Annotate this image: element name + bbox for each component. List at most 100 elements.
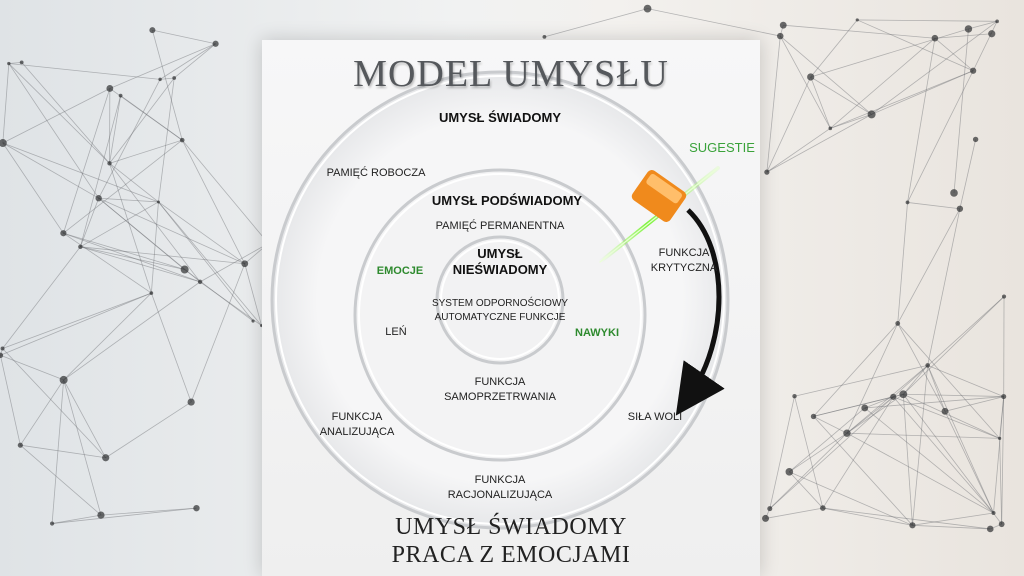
network-edge (2, 142, 64, 234)
network-node (49, 521, 55, 526)
network-node (60, 230, 67, 237)
network-edge (98, 197, 245, 265)
network-edge (934, 37, 974, 72)
network-edge (120, 95, 183, 141)
network-node (78, 244, 83, 249)
network-edge (766, 114, 872, 173)
network-edge (897, 323, 946, 412)
network-edge (63, 292, 152, 381)
network-edge (98, 197, 159, 203)
network-node (890, 393, 897, 400)
network-edge (789, 471, 913, 526)
network-node (118, 93, 123, 98)
network-edge (789, 407, 865, 473)
network-edge (903, 393, 1004, 397)
network-edge (893, 396, 1000, 439)
network-node (998, 436, 1002, 441)
network-edge (181, 139, 246, 264)
network-edge (810, 76, 831, 129)
label-unconscious-2: NIEŚWIADOMY (452, 262, 548, 277)
label-self-preservation-1: FUNKCJA (474, 376, 526, 388)
network-edge (822, 396, 894, 509)
network-edge (8, 63, 161, 80)
network-edge (927, 365, 946, 412)
network-edge (912, 365, 929, 526)
network-edge (959, 139, 977, 209)
network-edge (934, 33, 992, 39)
network-node (97, 511, 105, 519)
network-node (149, 291, 154, 295)
network-edge (769, 432, 848, 509)
network-node (17, 442, 23, 448)
network-edge (944, 396, 1004, 412)
network-edge (80, 246, 201, 283)
network-node (950, 189, 958, 197)
network-node (785, 468, 794, 476)
network-edge (780, 35, 872, 115)
network-node (810, 413, 817, 420)
network-edge (871, 21, 998, 115)
network-node (855, 18, 859, 22)
network-edge (903, 393, 1000, 439)
network-edge (864, 396, 1004, 409)
network-node (941, 407, 949, 415)
network-edge (766, 36, 781, 173)
network-edge (152, 30, 183, 141)
network-node (820, 505, 826, 511)
network-edge (79, 95, 121, 247)
network-edge (0, 355, 21, 446)
network-edge (789, 432, 848, 473)
network-edge (109, 163, 152, 294)
network-edge (830, 70, 974, 129)
network-edge (51, 379, 65, 524)
network-edge (181, 139, 269, 244)
network-edge (769, 396, 894, 509)
network-edge (63, 139, 183, 234)
network-edge (2, 63, 10, 144)
network-node (180, 265, 189, 274)
network-node (991, 510, 996, 515)
network-edge (810, 28, 969, 78)
network-edge (846, 365, 928, 434)
network-edge (105, 401, 192, 459)
network-edge (972, 21, 998, 71)
network-node (643, 4, 652, 13)
network-node (187, 398, 195, 406)
network-edge (20, 379, 64, 446)
network-node (158, 77, 162, 82)
network-node (843, 429, 851, 437)
network-edge (158, 201, 254, 322)
network-edge (20, 444, 106, 459)
label-self-preservation-2: SAMOPRZETRWANIA (444, 391, 556, 403)
label-suggestions: SUGESTIE (689, 140, 755, 155)
network-edge (953, 28, 969, 194)
network-edge (902, 394, 913, 526)
network-node (861, 404, 869, 412)
network-node (807, 73, 815, 81)
network-node (931, 34, 939, 42)
network-node (777, 32, 784, 40)
network-edge (999, 438, 1003, 525)
network-edge (199, 281, 262, 326)
network-node (156, 200, 160, 204)
network-edge (822, 507, 991, 530)
network-edge (830, 114, 872, 129)
label-laziness: LEŃ (385, 326, 407, 338)
network-node (925, 363, 930, 368)
network-edge (8, 63, 110, 164)
network-node (102, 454, 110, 462)
network-edge (897, 208, 961, 324)
network-edge (813, 396, 894, 417)
network-edge (160, 77, 175, 80)
network-edge (779, 35, 831, 129)
network-edge (20, 444, 102, 516)
network-edge (2, 348, 106, 459)
network-node (998, 521, 1005, 528)
label-conscious: UMYSŁ ŚWIADOMY (438, 110, 562, 125)
network-node (106, 85, 114, 92)
network-edge (927, 365, 1004, 397)
network-node (792, 394, 797, 399)
network-edge (903, 365, 928, 395)
label-rational-1: FUNKCJA (474, 474, 526, 486)
